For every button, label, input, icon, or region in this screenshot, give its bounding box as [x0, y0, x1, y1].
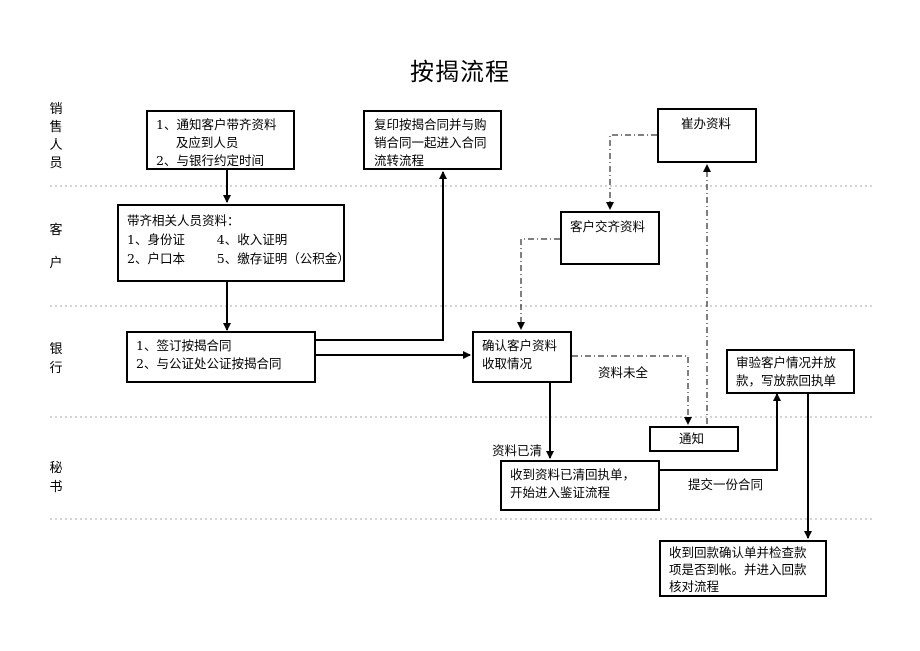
edge-label-docs-complete: 资料已清	[492, 443, 543, 458]
lane-label-bank: 银 行	[49, 342, 63, 376]
lane-label-sales: 销 售 人 员	[49, 102, 63, 171]
box-copy-contract: 复印按揭合同并与购 销合同一起进入合同 流转流程	[363, 110, 502, 170]
edge-label-docs-incomplete: 资料未全	[598, 365, 649, 380]
box-sign-contract: 1、签订按揭合同 2、与公证处公证按揭合同	[126, 331, 316, 383]
box-notify-customer: 1、通知客户带齐资料 及应到人员 2、与银行约定时间	[146, 110, 295, 170]
page-title: 按揭流程	[410, 58, 510, 86]
box-customer-submit: 客户交齐资料	[560, 211, 660, 265]
edge-label-submit-contract: 提交一份合同	[688, 477, 764, 492]
arrow-sign-to-copy	[315, 171, 447, 341]
arrow-submit-to-confirm	[517, 238, 560, 330]
box-bring-docs: 带齐相关人员资料： 1、身份证 4、收入证明 2、户口本 5、缴存证明（公积金）	[117, 204, 350, 282]
box-confirm-docs: 确认客户资料 收取情况	[472, 331, 572, 383]
box-review-loan: 审验客户情况并放 款，写放款回执单	[726, 349, 855, 394]
arrow-receipt-to-review	[660, 393, 781, 471]
lane-label-customer: 客 户	[49, 223, 63, 271]
arrow-confirm-to-notify	[572, 355, 692, 425]
box-notify: 通知	[649, 426, 739, 452]
lane-label-secretary: 秘 书	[49, 461, 63, 495]
box-check-payment: 收到回款确认单并检查款 项是否到帐。并进入回款 核对流程	[659, 540, 827, 597]
box-receive-receipt: 收到资料已清回执单， 开始进入鉴证流程	[500, 460, 660, 511]
arrow-followup-to-submit	[606, 134, 657, 210]
box-follow-up: 崔办资料	[657, 108, 757, 163]
